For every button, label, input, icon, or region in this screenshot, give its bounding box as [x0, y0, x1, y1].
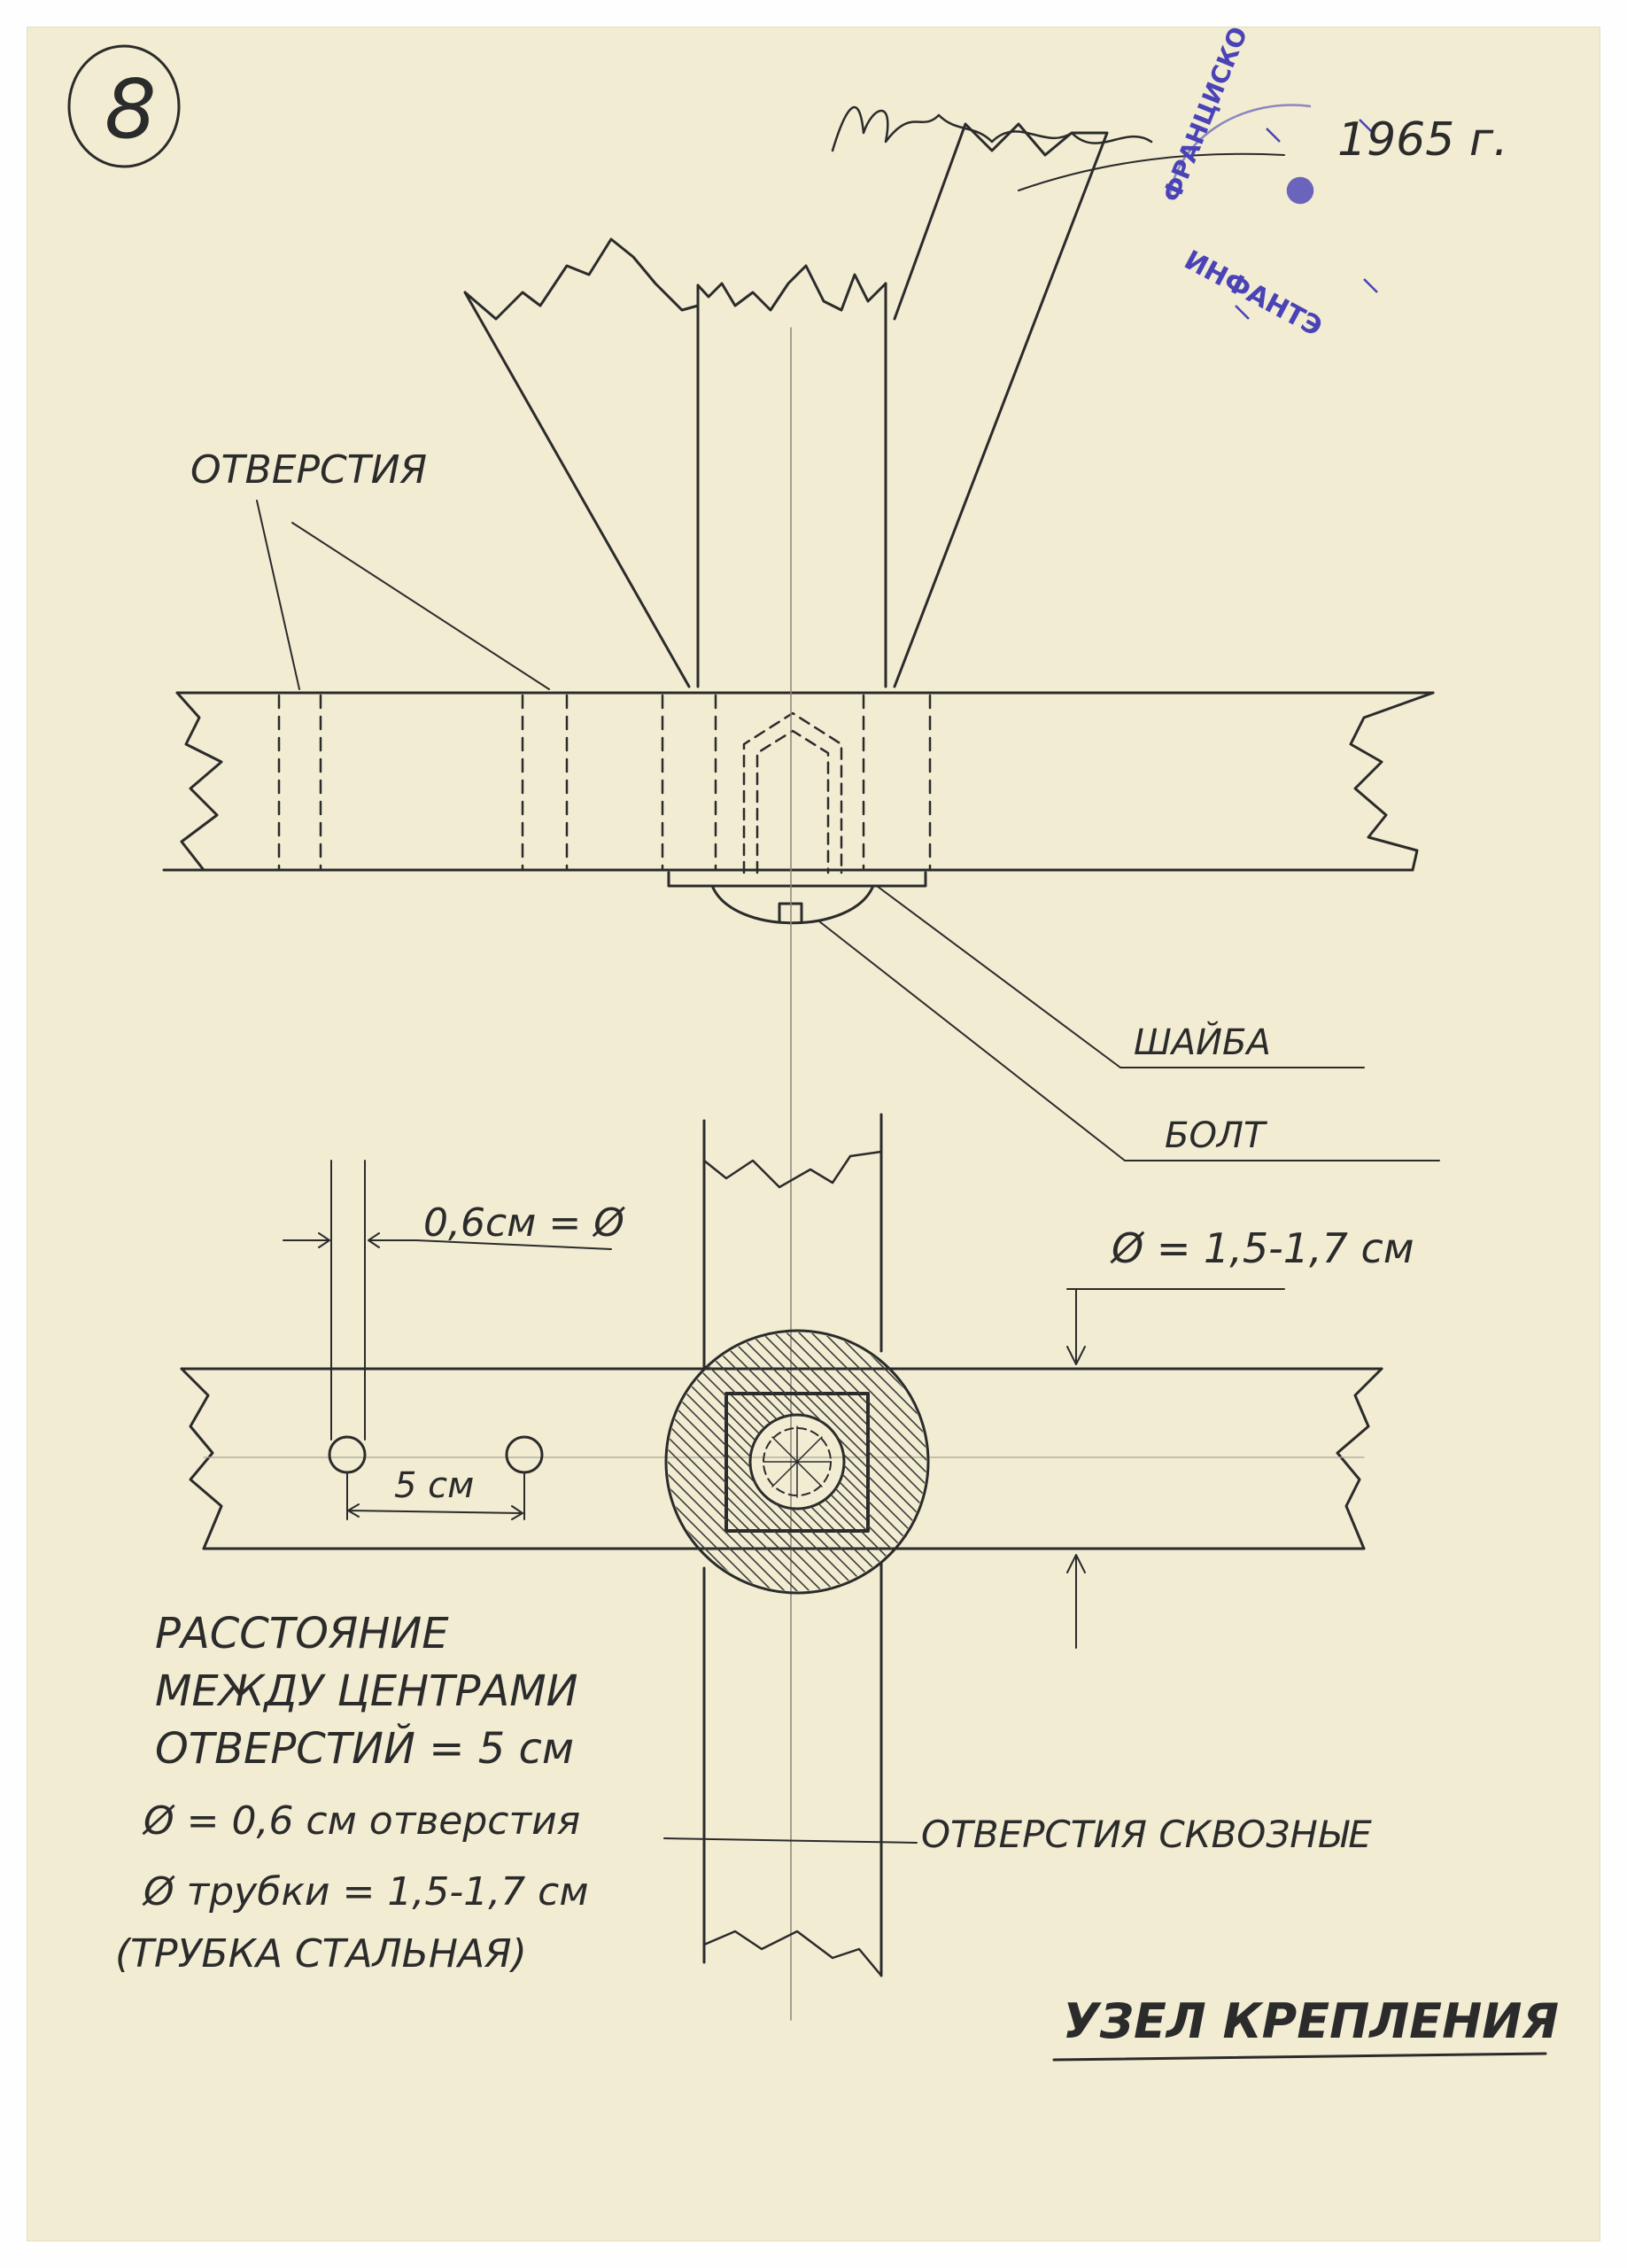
note-line-1: РАССТОЯНИЕ: [155, 1609, 449, 1658]
washer-label: ШАЙБА: [1134, 1021, 1271, 1063]
year: 1965 г.: [1337, 113, 1508, 167]
holes-label: ОТВЕРСТИЯ: [190, 447, 427, 493]
page-number: 8: [105, 62, 157, 157]
stamp-center-dot: [1286, 176, 1314, 205]
note-line-6: (ТРУБКА СТАЛЬНАЯ): [115, 1931, 527, 1977]
bolt-leader: [818, 920, 1440, 1161]
bolt-label: БОЛТ: [1165, 1115, 1268, 1156]
hole-lines: [277, 694, 932, 870]
right-strut: [893, 122, 1109, 688]
hole-diameter-label: 0,6см = Ø: [423, 1200, 625, 1246]
tube-cross: [763, 1425, 832, 1498]
spacing-label: 5 см: [394, 1465, 474, 1506]
stamp: [1167, 104, 1378, 320]
hole-dim-arrows: [283, 1232, 612, 1250]
spacing-dim: [346, 1472, 525, 1520]
plan-beam-left-break: [180, 1367, 223, 1550]
washer: [667, 871, 927, 888]
page-number-circle: [67, 44, 181, 168]
joint-ring: [664, 1329, 930, 1595]
title-underline: [1052, 2052, 1547, 2062]
through-holes-label: ОТВЕРСТИЯ СКВОЗНЫЕ: [921, 1813, 1372, 1856]
signature-underline: [1018, 152, 1285, 191]
washer-leader: [876, 885, 1365, 1068]
drawing-title: УЗЕЛ КРЕПЛЕНИЯ: [1063, 1993, 1559, 2049]
through-holes-leader: [663, 1837, 918, 1844]
plan-post-bottom-break: [702, 1930, 883, 1977]
note-line-3: ОТВЕРСТИЙ = 5 см: [155, 1723, 574, 1774]
vertical-post: [696, 282, 887, 688]
stamp-star-1: [1235, 119, 1378, 320]
holes-leader-right: [291, 522, 550, 690]
note-line-5: Ø трубки = 1,5-1,7 см: [142, 1869, 589, 1915]
hole-2: [505, 1435, 544, 1474]
post-broken-top: [696, 264, 887, 312]
left-strut: [463, 237, 700, 688]
tube-outer: [748, 1413, 846, 1511]
bolt-head: [711, 886, 874, 925]
stamp-text-lower: ИНФАНТЭ: [1179, 245, 1327, 343]
hole-1: [328, 1435, 367, 1474]
note-line-4: Ø = 0,6 см отверстия: [142, 1798, 580, 1844]
tube-diameter-label: Ø = 1,5-1,7 см: [1110, 1224, 1414, 1272]
note-line-2: МЕЖДУ ЦЕНТРАМИ: [155, 1666, 578, 1716]
plan-beam-right-break: [1336, 1367, 1383, 1550]
beam-right-break: [1349, 691, 1435, 872]
beam-left-break: [175, 691, 223, 872]
bolt-outline: [742, 711, 843, 874]
stamp-arc: [1167, 104, 1312, 200]
tube-dim-arrows: [1066, 1288, 1285, 1649]
hole-extension-lines: [330, 1160, 366, 1441]
paper-sheet: [27, 27, 1600, 2241]
plan-post-top-break: [702, 1150, 883, 1189]
holes-leader-left: [256, 500, 300, 690]
